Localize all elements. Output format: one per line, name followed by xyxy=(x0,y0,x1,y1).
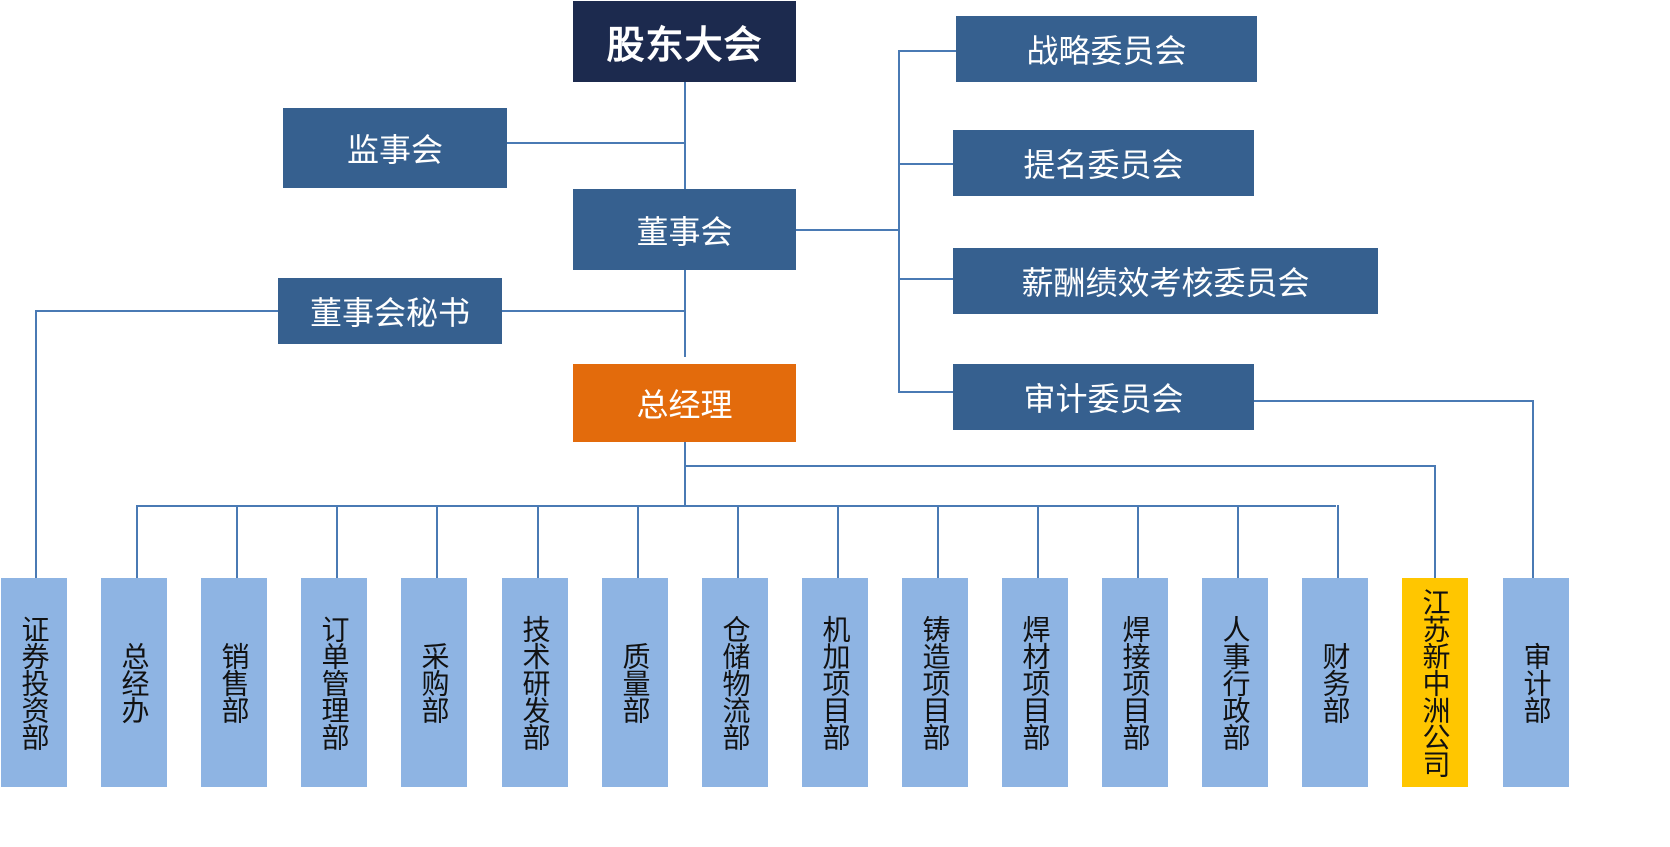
connector-dept-drop xyxy=(336,505,338,578)
department-label: 财务部 xyxy=(1318,642,1352,723)
department-node[interactable]: 技术研发部 xyxy=(502,578,568,787)
connector-subsidiary xyxy=(1434,465,1436,578)
connector-supervisors xyxy=(506,142,686,144)
committee-label: 薪酬绩效考核委员会 xyxy=(1021,264,1310,302)
shareholders-meeting-node[interactable]: 股东大会 xyxy=(573,1,796,82)
department-node[interactable]: 订单管理部 xyxy=(301,578,367,787)
department-label: 焊接项目部 xyxy=(1118,615,1152,750)
supervisory-board-label: 监事会 xyxy=(346,131,443,169)
connector-dept-drop xyxy=(737,505,739,578)
connector-dept-drop xyxy=(637,505,639,578)
department-label: 审计部 xyxy=(1519,642,1553,723)
department-node[interactable]: 铸造项目部 xyxy=(902,578,968,787)
department-node[interactable]: 焊材项目部 xyxy=(1002,578,1068,787)
connector-dept-drop xyxy=(436,505,438,578)
department-label: 质量部 xyxy=(618,642,652,723)
connector-board-gm xyxy=(684,269,686,357)
department-label: 焊材项目部 xyxy=(1018,615,1052,750)
board-of-directors-label: 董事会 xyxy=(636,212,733,251)
connector-dept-drop xyxy=(1337,505,1339,578)
connector-committee-1 xyxy=(898,50,957,52)
connector-committee-3 xyxy=(898,278,954,280)
department-node[interactable]: 人事行政部 xyxy=(1202,578,1268,787)
connector-dept-drop xyxy=(1137,505,1139,578)
department-node[interactable]: 审计部 xyxy=(1503,578,1569,787)
department-label: 人事行政部 xyxy=(1218,615,1252,750)
connector-audit-dept xyxy=(1532,400,1534,578)
department-node[interactable]: 质量部 xyxy=(602,578,668,787)
subsidiary-node[interactable]: 江苏新中洲公司 xyxy=(1402,578,1468,787)
connector-dept-drop xyxy=(537,505,539,578)
department-node[interactable]: 证券投资部 xyxy=(1,578,67,787)
connector-secretary-left xyxy=(35,310,279,312)
connector-dept-bus xyxy=(136,505,1336,507)
committee-label: 提名委员会 xyxy=(1023,146,1184,184)
department-node[interactable]: 总经办 xyxy=(101,578,167,787)
connector-secretary-right xyxy=(501,310,686,312)
connector-committee-trunk xyxy=(898,50,900,393)
department-label: 江苏新中洲公司 xyxy=(1418,588,1452,777)
department-label: 机加项目部 xyxy=(818,615,852,750)
general-manager-node[interactable]: 总经理 xyxy=(573,364,796,442)
committee-label: 审计委员会 xyxy=(1023,380,1184,418)
connector-dept-drop xyxy=(1037,505,1039,578)
department-node[interactable]: 仓储物流部 xyxy=(702,578,768,787)
connector-committee-4 xyxy=(898,391,954,393)
department-label: 证券投资部 xyxy=(17,615,51,750)
committee-compensation-node[interactable]: 薪酬绩效考核委员会 xyxy=(953,248,1378,314)
connector-securities-dept xyxy=(35,310,37,578)
department-label: 仓储物流部 xyxy=(718,615,752,750)
committee-strategy-node[interactable]: 战略委员会 xyxy=(956,16,1257,82)
department-label: 总经办 xyxy=(117,642,151,723)
committee-audit-node[interactable]: 审计委员会 xyxy=(953,364,1254,430)
board-secretary-node[interactable]: 董事会秘书 xyxy=(278,278,502,344)
department-label: 销售部 xyxy=(217,642,251,723)
connector-dept-drop xyxy=(136,505,138,578)
shareholders-meeting-label: 股东大会 xyxy=(606,23,763,67)
department-label: 订单管理部 xyxy=(317,615,351,750)
connector-gm-down xyxy=(684,442,686,506)
department-node[interactable]: 销售部 xyxy=(201,578,267,787)
connector-dept-drop xyxy=(236,505,238,578)
connector-audit-committee xyxy=(1253,400,1534,402)
connector-dept-drop xyxy=(937,505,939,578)
supervisory-board-node[interactable]: 监事会 xyxy=(283,108,507,188)
department-node[interactable]: 采购部 xyxy=(401,578,467,787)
connector-committee-2 xyxy=(898,163,954,165)
connector-board-committees xyxy=(795,229,900,231)
general-manager-label: 总经理 xyxy=(636,386,733,424)
department-label: 采购部 xyxy=(417,642,451,723)
board-secretary-label: 董事会秘书 xyxy=(309,294,470,332)
committee-label: 战略委员会 xyxy=(1026,32,1187,70)
connector-dept-drop xyxy=(837,505,839,578)
department-node[interactable]: 财务部 xyxy=(1302,578,1368,787)
committee-nomination-node[interactable]: 提名委员会 xyxy=(953,130,1254,196)
department-node[interactable]: 机加项目部 xyxy=(802,578,868,787)
board-of-directors-node[interactable]: 董事会 xyxy=(573,189,796,270)
connector-gm-subsidiary xyxy=(684,465,1436,467)
connector-dept-drop xyxy=(1237,505,1239,578)
department-label: 铸造项目部 xyxy=(918,615,952,750)
connector-shareholders-board xyxy=(684,82,686,189)
department-node[interactable]: 焊接项目部 xyxy=(1102,578,1168,787)
department-label: 技术研发部 xyxy=(518,615,552,750)
